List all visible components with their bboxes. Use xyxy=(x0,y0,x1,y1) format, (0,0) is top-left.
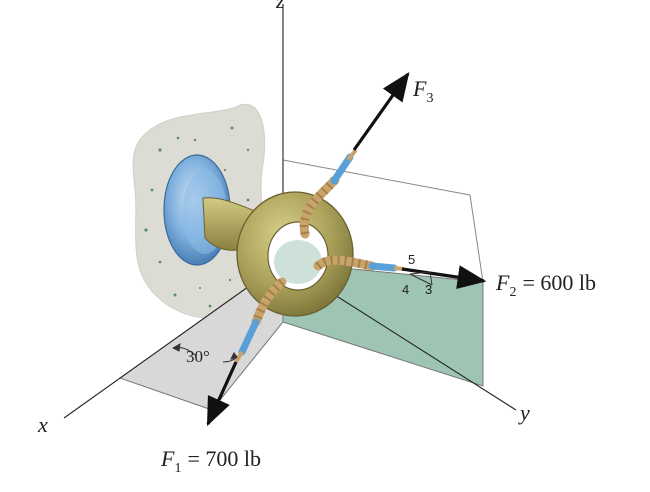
slope-run-label: 4 xyxy=(402,282,409,297)
x-axis-label: x xyxy=(37,412,48,437)
slope-rise-label: 3 xyxy=(425,282,432,297)
slope-triangle xyxy=(409,271,433,286)
angle-label: 30° xyxy=(186,347,210,366)
f2-arrow xyxy=(401,265,487,290)
z-axis-label: z xyxy=(275,0,285,13)
angle-marker xyxy=(171,343,238,363)
eye-bolt-ring xyxy=(236,191,354,317)
f1-arrow xyxy=(206,361,238,427)
y-axis-label: y xyxy=(518,400,530,425)
f1-label: F1= 700 lb xyxy=(160,446,261,476)
f2-label: F2= 600 lb xyxy=(495,270,596,300)
force-arrows xyxy=(206,72,487,427)
f3-label: F3 xyxy=(412,76,433,106)
slope-hyp-label: 5 xyxy=(408,252,415,267)
rope-f1 xyxy=(234,277,287,364)
f3-arrow xyxy=(352,72,410,151)
